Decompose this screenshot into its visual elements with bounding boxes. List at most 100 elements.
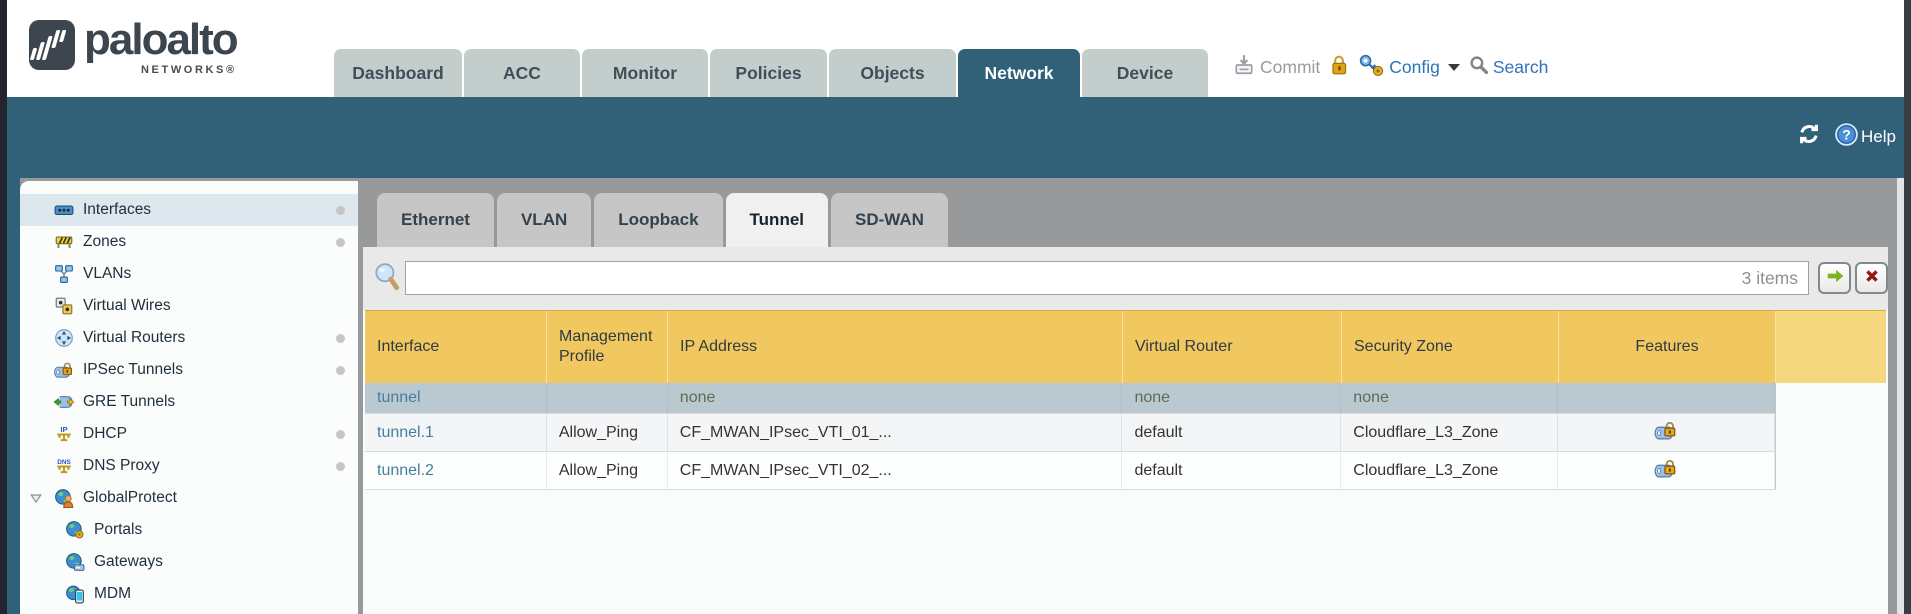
security-zone-value: none — [1353, 389, 1389, 406]
sidebar-item-gre-tunnels[interactable]: GRE Tunnels — [20, 386, 358, 418]
ip-address-value: none — [679, 389, 716, 406]
sidebar-item-label: Virtual Routers — [83, 329, 186, 346]
sidebar-item-virtual-routers[interactable]: Virtual Routers — [20, 322, 358, 354]
tab-ethernet[interactable]: Ethernet — [377, 193, 494, 247]
status-dot — [336, 238, 345, 247]
tunnel-lock-feature-icon — [1653, 457, 1679, 485]
interface-link[interactable]: tunnel.1 — [377, 423, 434, 441]
sidebar-item-label: IPSec Tunnels — [83, 361, 183, 378]
tab-tunnel[interactable]: Tunnel — [725, 193, 828, 247]
sidebar-item-dhcp[interactable]: IP DHCP — [20, 418, 358, 450]
commit-button[interactable]: Commit — [1233, 54, 1320, 81]
tab-dashboard[interactable]: Dashboard — [334, 49, 462, 97]
paloalto-logo: paloalto NETWORKS® — [29, 18, 239, 77]
tab-monitor[interactable]: Monitor — [582, 49, 708, 97]
expand-triangle-icon[interactable] — [30, 492, 52, 504]
refresh-icon[interactable] — [1796, 122, 1822, 151]
sidebar-item-label: Zones — [83, 233, 127, 250]
sidebar-item-label: GRE Tunnels — [83, 393, 176, 410]
search-button[interactable]: Search — [1469, 55, 1548, 79]
config-menu-button[interactable]: Config — [1358, 53, 1460, 82]
virtual-routers-icon — [52, 328, 76, 348]
sidebar-item-dns-proxy[interactable]: DNS DNS Proxy — [20, 450, 358, 482]
search-label: Search — [1492, 56, 1549, 77]
right-scroll-gutter[interactable] — [1897, 178, 1904, 614]
sidebar-item-ipsec-tunnels[interactable]: IPSec Tunnels — [20, 354, 358, 386]
portals-icon — [63, 520, 87, 540]
green-arrow-icon — [1825, 266, 1845, 291]
sidebar-item-portals[interactable]: Portals — [20, 514, 358, 546]
virtual-router-value: none — [1134, 389, 1171, 406]
column-header-features[interactable]: Features — [1559, 311, 1776, 383]
sidebar-item-label: DHCP — [83, 425, 127, 442]
ip-address-value: CF_MWAN_IPsec_VTI_02_... — [679, 461, 892, 479]
utility-bar: ? Help — [7, 97, 1904, 178]
column-header-interface[interactable]: Interface — [365, 311, 547, 383]
commit-icon — [1233, 54, 1255, 81]
column-header-ip-address[interactable]: IP Address — [668, 311, 1123, 383]
mdm-icon — [63, 584, 87, 604]
column-header-security-zone[interactable]: Security Zone — [1342, 311, 1559, 383]
sidebar-item-globalprotect[interactable]: GlobalProtect — [20, 482, 358, 514]
management-profile-value: Allow_Ping — [558, 423, 639, 441]
sidebar-item-virtual-wires[interactable]: Virtual Wires — [20, 290, 358, 322]
interface-link[interactable]: tunnel.2 — [377, 461, 434, 479]
sidebar-item-vlans[interactable]: VLANs — [20, 258, 358, 290]
tab-objects[interactable]: Objects — [829, 49, 956, 97]
column-header-virtual-router[interactable]: Virtual Router — [1123, 311, 1342, 383]
item-count-label: 3 items — [1741, 267, 1798, 288]
lock-icon[interactable] — [1329, 54, 1349, 81]
app-header: paloalto NETWORKS® Dashboard ACC Monitor… — [7, 0, 1904, 97]
table-header-row: Interface Management Profile IP Address … — [365, 310, 1886, 383]
tab-loopback[interactable]: Loopback — [594, 193, 723, 247]
dhcp-icon: IP — [52, 424, 76, 444]
commit-label: Commit — [1260, 56, 1321, 77]
sidebar-item-interfaces[interactable]: Interfaces — [20, 194, 358, 226]
tab-sdwan[interactable]: SD-WAN — [831, 193, 948, 247]
tunnel-lock-feature-icon — [1653, 419, 1679, 447]
tab-device[interactable]: Device — [1082, 49, 1208, 97]
tunnel-panel: 3 items Interface Management Profile IP … — [363, 247, 1888, 614]
tunnel-interfaces-table: Interface Management Profile IP Address … — [365, 310, 1886, 490]
security-zone-value: Cloudflare_L3_Zone — [1353, 423, 1499, 441]
sidebar-item-label: Virtual Wires — [83, 297, 171, 314]
sidebar-item-label: DNS Proxy — [83, 457, 160, 474]
sidebar-item-mdm[interactable]: MDM — [20, 578, 358, 610]
interface-link[interactable]: tunnel — [377, 389, 421, 406]
config-label: Config — [1389, 56, 1440, 77]
tab-acc[interactable]: ACC — [464, 49, 580, 97]
sidebar-nav: Interfaces Zones VLANs Virtual Wires — [20, 181, 358, 614]
sidebar-item-zones[interactable]: Zones — [20, 226, 358, 258]
apply-filter-button[interactable] — [1818, 262, 1851, 294]
table-row[interactable]: tunnel.2 Allow_Ping CF_MWAN_IPsec_VTI_02… — [365, 452, 1776, 490]
search-icon — [1469, 55, 1488, 79]
svg-text:?: ? — [1842, 126, 1851, 142]
tab-vlan[interactable]: VLAN — [496, 193, 592, 247]
sidebar-item-label: MDM — [94, 585, 132, 602]
filter-input[interactable] — [406, 262, 1742, 294]
config-icon — [1358, 53, 1384, 82]
window-edge-right — [1904, 0, 1911, 614]
svg-text:IP: IP — [60, 425, 67, 434]
ip-address-value: CF_MWAN_IPsec_VTI_01_... — [679, 423, 892, 441]
filter-magnifier-icon[interactable] — [373, 262, 401, 297]
tab-policies[interactable]: Policies — [710, 49, 827, 97]
sidebar-item-gateways[interactable]: Gateways — [20, 546, 358, 578]
table-row[interactable]: tunnel.1 Allow_Ping CF_MWAN_IPsec_VTI_01… — [365, 414, 1776, 452]
interfaces-icon — [52, 200, 76, 220]
close-x-icon — [1862, 266, 1882, 291]
help-button[interactable]: ? Help — [1835, 122, 1896, 151]
brand-subtitle: NETWORKS® — [141, 64, 237, 76]
sidebar-item-label: Gateways — [94, 553, 163, 570]
table-row[interactable]: tunnel none none none — [365, 383, 1776, 414]
window-edge-left — [0, 0, 7, 614]
virtual-router-value: default — [1134, 461, 1183, 479]
svg-text:DNS: DNS — [57, 459, 71, 466]
virtual-router-value: default — [1134, 423, 1183, 441]
clear-filter-button[interactable] — [1855, 262, 1888, 294]
gateways-icon — [63, 552, 87, 572]
sidebar-item-label: Interfaces — [83, 201, 152, 218]
column-header-management-profile[interactable]: Management Profile — [547, 311, 668, 383]
tab-network[interactable]: Network — [958, 49, 1080, 97]
